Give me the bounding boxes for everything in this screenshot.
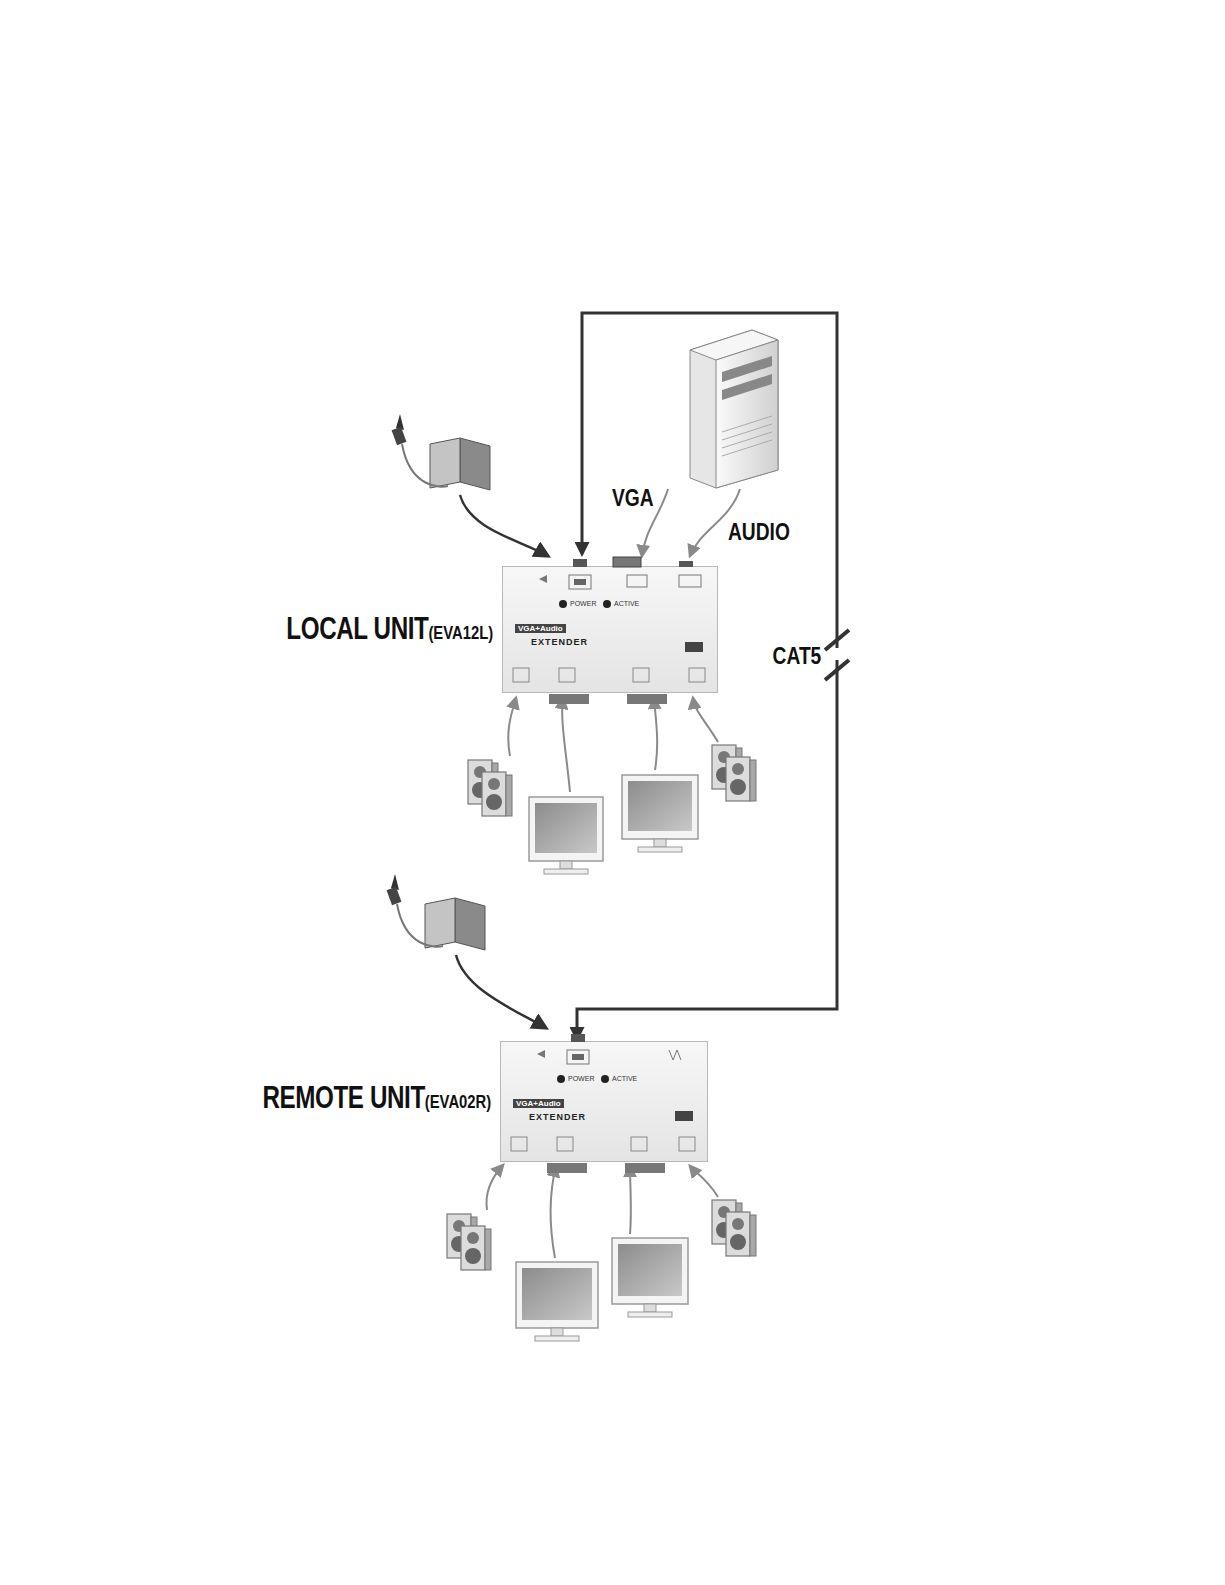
led-label: POWER	[570, 600, 596, 607]
led-label: POWER	[568, 1075, 594, 1082]
unit-heading: LOCAL UNIT(EVA12L)	[286, 611, 493, 647]
monitor	[622, 775, 698, 852]
cable-arrow	[629, 1166, 632, 1234]
cable-arrow	[486, 1165, 503, 1210]
power-adapter	[392, 414, 490, 490]
speaker	[712, 1200, 756, 1256]
extender-unit: REMOTE UNIT(EVA02R)POWERACTIVEVGA+AudioE…	[500, 1041, 708, 1162]
cable-arrow	[508, 698, 516, 756]
computer-tower	[690, 330, 778, 488]
product-label: EXTENDER	[531, 637, 588, 647]
cable-label: AUDIO	[728, 518, 790, 546]
brand-label: VGA+Audio	[515, 624, 566, 633]
extender-unit: LOCAL UNIT(EVA12L)POWERACTIVEVGA+AudioEX…	[502, 566, 718, 693]
cable-arrow	[690, 1166, 718, 1197]
unit-name: REMOTE UNIT	[262, 1080, 424, 1116]
edge-label: CAT5	[771, 642, 823, 670]
led-label: ACTIVE	[612, 1075, 637, 1082]
monitor	[612, 1238, 688, 1317]
speaker	[468, 760, 512, 816]
model-number: (EVA02R)	[425, 1091, 491, 1113]
cable-break-mark	[825, 630, 849, 680]
monitor	[529, 797, 603, 874]
cable-arrow	[456, 955, 546, 1028]
model-number: (EVA12L)	[428, 622, 493, 644]
speaker	[712, 745, 756, 801]
cable-arrow	[654, 698, 657, 770]
cable-arrow	[460, 495, 548, 556]
power-adapter	[387, 874, 485, 950]
monitor	[516, 1262, 598, 1341]
speaker	[447, 1214, 491, 1270]
brand-label: VGA+Audio	[513, 1099, 564, 1108]
cable-arrow	[693, 698, 718, 742]
unit-name: LOCAL UNIT	[286, 611, 428, 647]
cable-label: VGA	[612, 484, 654, 512]
unit-heading: REMOTE UNIT(EVA02R)	[262, 1080, 491, 1116]
product-label: EXTENDER	[529, 1112, 586, 1122]
cable-arrow	[562, 698, 570, 792]
cable-arrow	[551, 1166, 556, 1258]
led-label: ACTIVE	[614, 600, 639, 607]
